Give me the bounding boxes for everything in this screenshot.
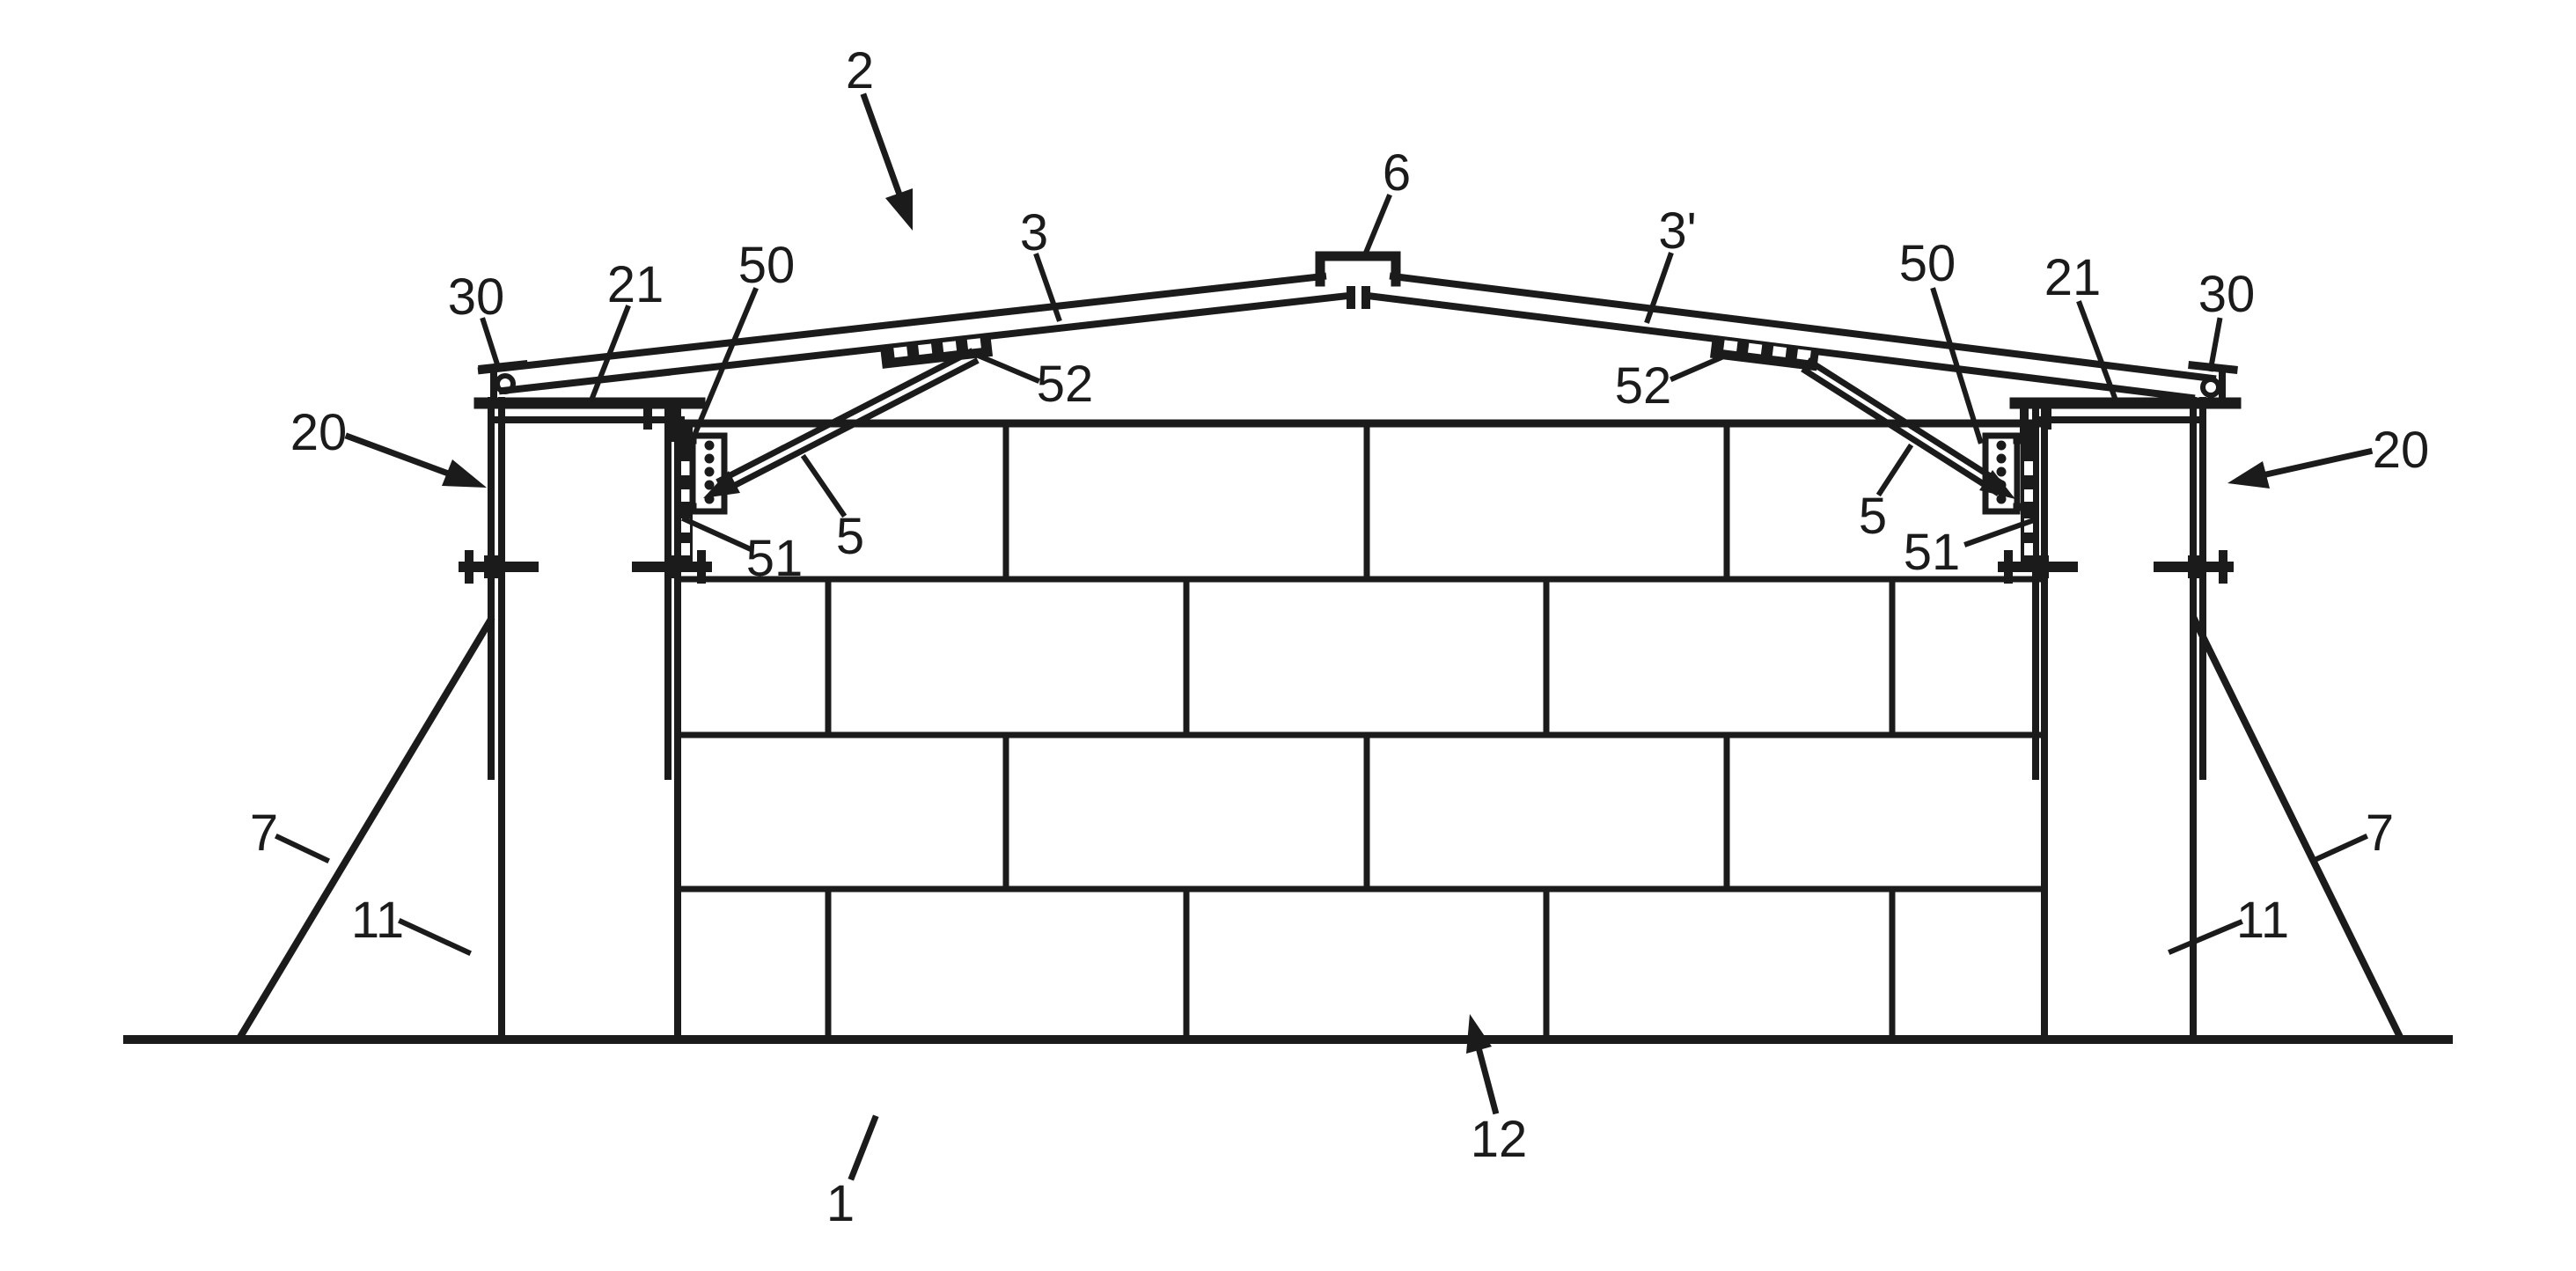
ref-label-30-right: 30 xyxy=(2198,266,2256,323)
ref-label-50-left: 50 xyxy=(738,237,796,294)
ref-leader-11-left xyxy=(398,918,472,956)
ref-label-5-right: 5 xyxy=(1859,488,1887,545)
strut-right-anchor-arrowhead xyxy=(1979,470,2015,499)
pillar-left xyxy=(488,397,685,1043)
ref-label-3-prime: 3' xyxy=(1658,202,1696,260)
ref-label-20-left: 20 xyxy=(290,404,348,461)
ref-label-21-left: 21 xyxy=(607,256,664,313)
ref-leader-51-right xyxy=(1963,518,2035,547)
ref-label-12: 12 xyxy=(1471,1111,1528,1168)
ref-leader-50-left xyxy=(690,287,759,441)
ref-label-50-right: 50 xyxy=(1899,235,1956,292)
ref-label-6: 6 xyxy=(1383,144,1411,202)
ref-leader-52-right xyxy=(1670,355,1723,382)
ref-leader-51-left xyxy=(681,516,754,553)
ref-leader-50-right xyxy=(1930,287,1984,444)
ref-label-51-left: 51 xyxy=(746,530,804,587)
pillar-right xyxy=(2032,397,2206,1043)
strut-left xyxy=(703,348,980,498)
strut-plate-left xyxy=(880,334,994,369)
roller-bracket-left xyxy=(478,360,528,401)
ref-arrowhead-12 xyxy=(1466,1014,1492,1054)
ref-leader-20-left xyxy=(344,432,455,479)
ref-leader-6 xyxy=(1362,194,1392,256)
masonry-wall xyxy=(677,419,2044,1043)
ref-leader-2 xyxy=(860,92,904,199)
ridge-cap xyxy=(1315,251,1401,287)
form-tie-left-outer xyxy=(459,550,539,584)
ref-label-1: 1 xyxy=(826,1175,855,1232)
top-plate-left xyxy=(473,397,706,442)
reference-labels: 2 6 3 3' 30 21 50 52 20 5 51 7 11 1 12 xyxy=(250,42,2429,1232)
ref-leader-7-right xyxy=(2311,834,2368,863)
ref-arrowhead-20-left xyxy=(442,459,487,488)
buttress-right xyxy=(2190,615,2405,1042)
ref-leader-3-prime xyxy=(1644,252,1674,324)
ref-label-11-right: 11 xyxy=(2236,892,2289,949)
slotted-rail-left xyxy=(678,426,693,569)
ref-leader-7-left xyxy=(275,834,330,863)
strut-left-anchor-arrowhead xyxy=(703,471,740,498)
ref-leader-1 xyxy=(848,1114,879,1181)
strut-right xyxy=(1801,357,2015,499)
ref-leader-11-right xyxy=(2168,919,2243,955)
ref-label-30-left: 30 xyxy=(448,268,505,326)
ref-leader-30-right xyxy=(2207,317,2223,372)
buttress-left xyxy=(235,615,495,1042)
ref-leader-5-right xyxy=(1875,443,1914,497)
ref-leader-52-left xyxy=(977,353,1040,384)
ref-label-20-right: 20 xyxy=(2373,422,2430,479)
form-tie-right-outer xyxy=(2154,550,2234,584)
ref-leader-12 xyxy=(1475,1047,1500,1115)
ref-label-51-right: 51 xyxy=(1904,524,1961,581)
slotted-rail-right xyxy=(2021,426,2036,569)
ref-leader-21-right xyxy=(2076,300,2118,401)
ref-label-52-right: 52 xyxy=(1615,357,1672,415)
ref-leader-3 xyxy=(1033,253,1062,322)
ref-label-3: 3 xyxy=(1020,204,1048,261)
ref-label-5-left: 5 xyxy=(836,508,864,565)
form-tie-left-inner xyxy=(632,550,712,584)
strut-plate-right xyxy=(1709,335,1820,371)
ref-label-7-right: 7 xyxy=(2366,804,2394,862)
ref-label-7-left: 7 xyxy=(250,804,278,862)
ref-leader-20-right xyxy=(2262,447,2374,479)
ref-label-52-left: 52 xyxy=(1037,356,1094,413)
form-tie-right-inner xyxy=(1998,550,2078,584)
ref-label-11-left: 11 xyxy=(351,892,404,949)
ref-leader-5-left xyxy=(800,453,848,518)
ref-leader-21-left xyxy=(589,305,631,401)
ref-leader-30-left xyxy=(480,317,502,371)
ref-label-21-right: 21 xyxy=(2044,249,2102,306)
ref-label-2: 2 xyxy=(846,42,874,99)
ref-arrowhead-20-right xyxy=(2227,461,2270,489)
ref-arrowhead-2 xyxy=(885,188,913,231)
